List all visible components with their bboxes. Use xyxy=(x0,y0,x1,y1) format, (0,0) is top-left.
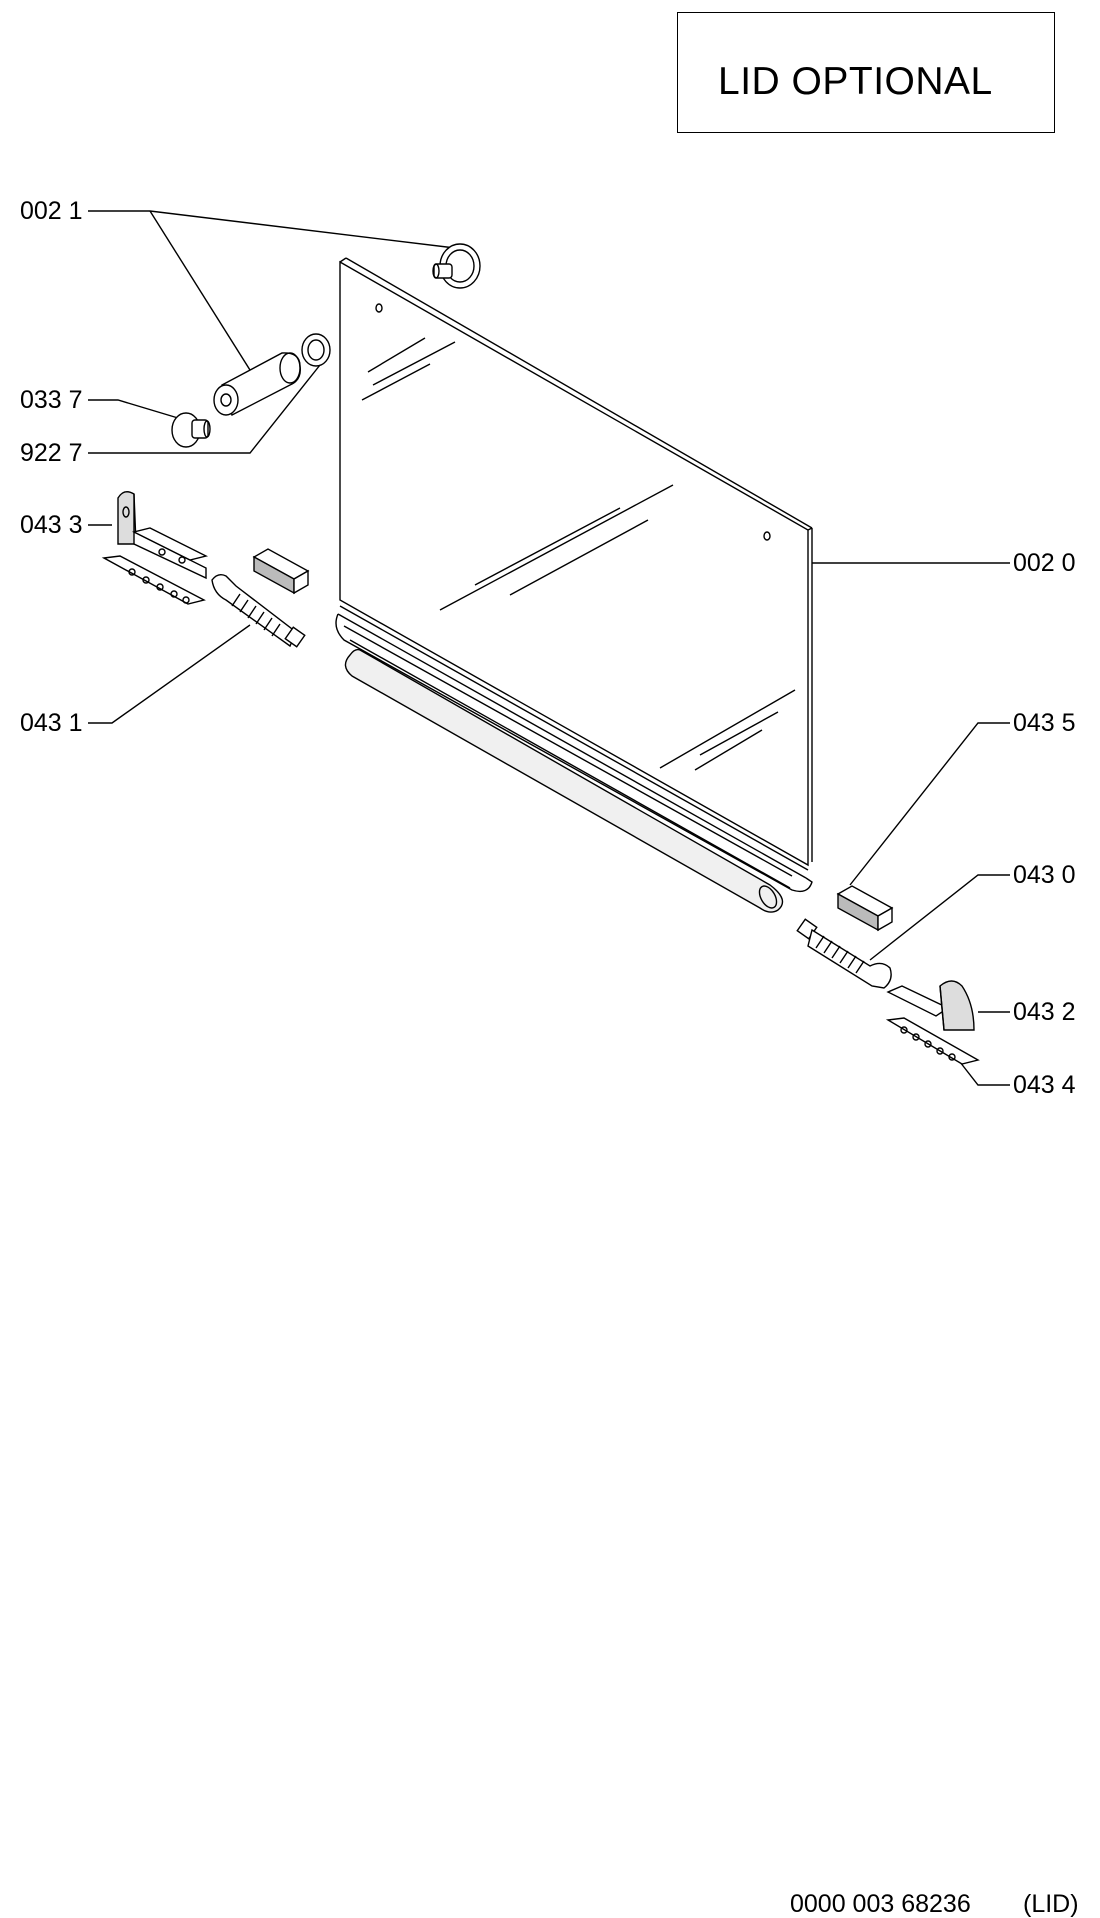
bottom-trim-profile xyxy=(335,605,813,893)
knob-part-0021 xyxy=(432,243,481,289)
title-box xyxy=(677,12,1055,133)
callout-0430: 043 0 xyxy=(1013,861,1076,889)
hinge-pin-0431 xyxy=(211,573,306,648)
callout-0435: 043 5 xyxy=(1013,709,1076,737)
callout-0021: 002 1 xyxy=(20,197,83,225)
leader-lines xyxy=(88,210,1010,1086)
washer-9227 xyxy=(301,333,331,367)
hinge-bracket-0432 xyxy=(886,980,975,1031)
leader-0431 xyxy=(88,624,251,724)
callout-0432: 043 2 xyxy=(1013,998,1076,1026)
leader-0434 xyxy=(959,1061,1010,1086)
damper-block-left xyxy=(252,548,310,595)
handle-cylinder-0021 xyxy=(213,352,301,416)
callout-0433: 043 3 xyxy=(20,511,83,539)
roller-tube xyxy=(344,648,784,913)
callout-0337: 033 7 xyxy=(20,386,83,414)
hinge-pin-0430 xyxy=(796,918,892,989)
document-number: 0000 003 68236 xyxy=(790,1890,971,1918)
perforated-strip-0434 xyxy=(885,1017,980,1065)
leader-0337 xyxy=(88,399,179,419)
document-suffix: (LID) xyxy=(1023,1890,1079,1918)
damper-block-0435 xyxy=(836,885,894,932)
leader-0430 xyxy=(869,874,1010,961)
callout-9227: 922 7 xyxy=(20,439,83,467)
leader-0021-b xyxy=(149,210,256,379)
callout-0434: 043 4 xyxy=(1013,1071,1076,1099)
leader-0435 xyxy=(849,722,1010,886)
leader-0021-a xyxy=(88,210,456,249)
callout-0020: 002 0 xyxy=(1013,549,1076,577)
leader-9227 xyxy=(88,364,321,454)
hinge-bracket-0433 xyxy=(101,491,209,605)
end-cap-0337 xyxy=(171,412,211,448)
callout-0431: 043 1 xyxy=(20,709,83,737)
glass-lid-panel xyxy=(339,257,813,867)
page-title: LID OPTIONAL xyxy=(718,60,993,103)
